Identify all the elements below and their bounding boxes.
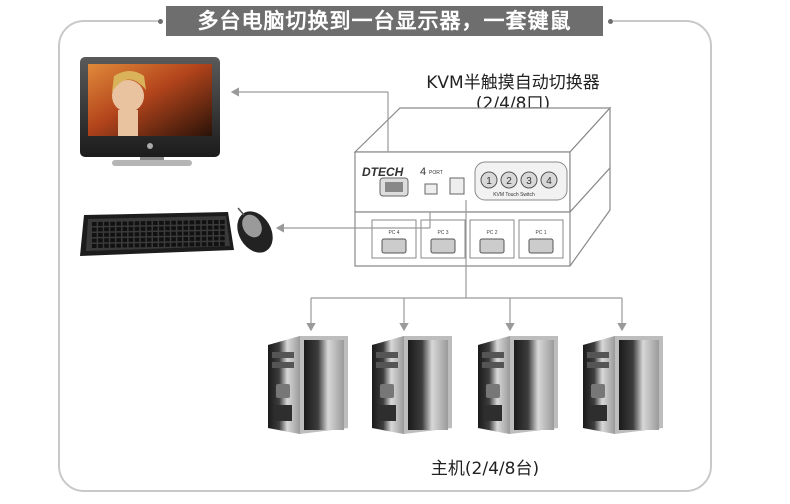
rear-port-label: PC 2 [486,230,497,236]
switch-button-1: 1 [480,171,498,189]
switch-button-3: 3 [520,171,538,189]
rear-port-label: PC 3 [437,230,448,236]
hosts-caption: 主机(2/4/8台) [430,459,540,479]
monitor-icon [80,57,220,166]
keyboard-keys [92,219,225,248]
rear-port-label: PC 4 [388,230,399,236]
mouse-icon [237,207,273,253]
banner: 多台电脑切换到一台显示器，一套键鼠 [158,6,613,36]
panel-label: KVM Touch Switch [493,192,535,198]
pc-tower-icon [268,336,348,434]
svg-text:4: 4 [546,176,552,187]
pc-tower-icon [372,336,452,434]
rear-port-label: PC 1 [535,230,546,236]
pc-tower-icon [478,336,558,434]
switch-button-4: 4 [540,171,558,189]
banner-dot-left [158,19,163,24]
svg-text:1: 1 [486,176,492,187]
banner-dot-right [608,19,613,24]
svg-text:2: 2 [506,176,512,187]
switch-title: KVM半触摸自动切换器 [426,73,600,93]
svg-text:3: 3 [526,176,532,187]
port-label: PORT [429,170,443,176]
kvm-switch-box [353,106,612,267]
brand-logo: DTECH [362,165,404,179]
connection-lines [230,87,627,332]
banner-title: 多台电脑切换到一台显示器，一套键鼠 [166,6,603,36]
switch-button-2: 2 [500,171,518,189]
port-count: 4 [420,166,426,178]
pc-tower-icon [583,336,663,434]
